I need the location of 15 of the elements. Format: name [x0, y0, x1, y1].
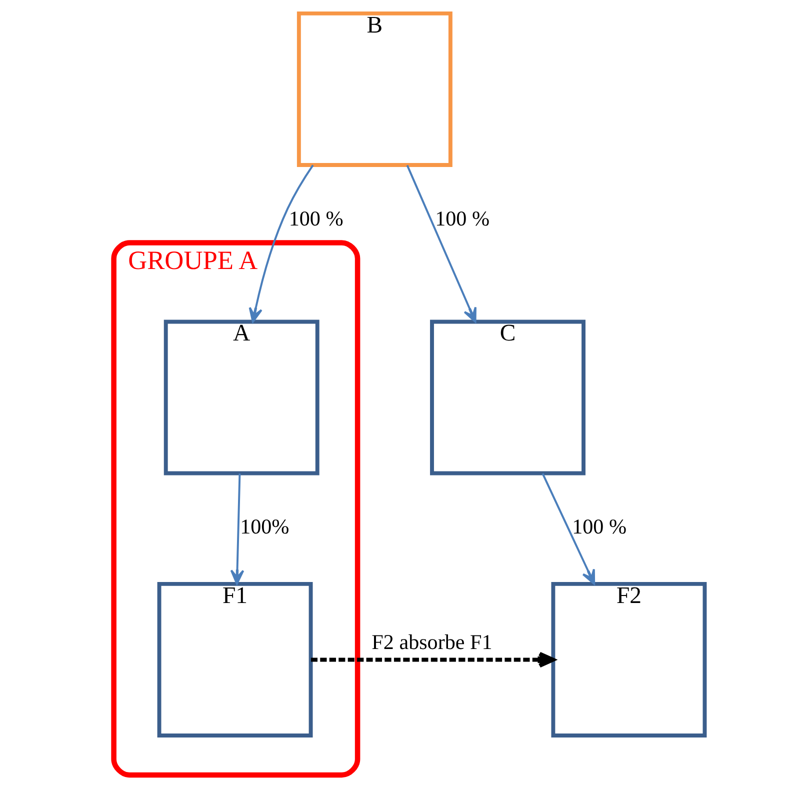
- edge-label: 100%: [240, 514, 290, 539]
- node-box: F1: [157, 582, 313, 738]
- arrow: [310, 652, 555, 668]
- edge-label: 100 %: [572, 514, 627, 539]
- node-box: B: [296, 11, 452, 167]
- node-box: F2: [551, 582, 707, 738]
- arrow: [230, 474, 244, 585]
- node-box: C: [430, 320, 586, 476]
- arrow: [248, 164, 314, 323]
- edge-label: F2 absorbe F1: [372, 630, 492, 654]
- arrow: [406, 164, 476, 323]
- node-box: A: [164, 320, 320, 476]
- edge-label: 100 %: [435, 206, 490, 230]
- edge-label: 100 %: [288, 206, 344, 230]
- arrow: [542, 473, 596, 585]
